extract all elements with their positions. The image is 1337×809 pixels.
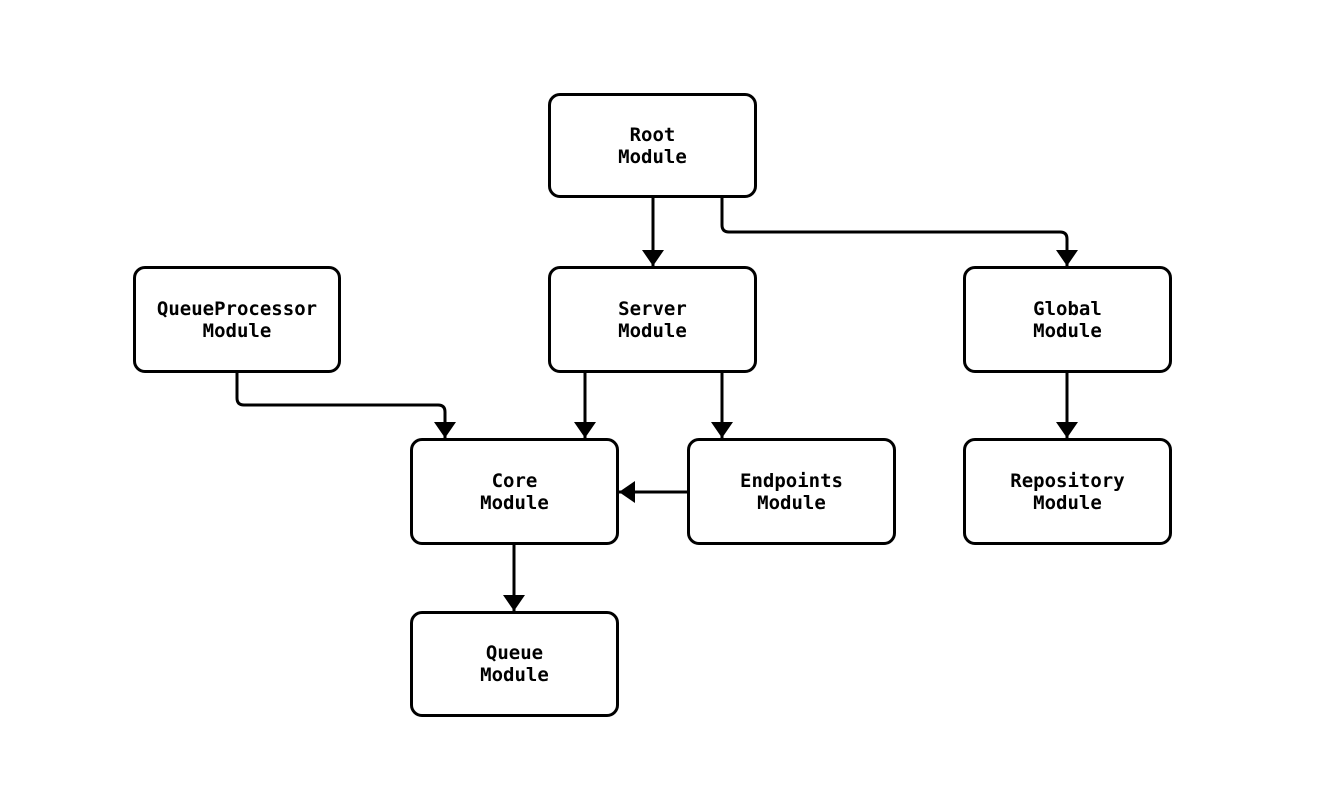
node-global-module-label: Global Module (1033, 297, 1102, 342)
node-server-module: Server Module (548, 266, 757, 373)
node-repository-module: Repository Module (963, 438, 1172, 545)
node-root-module-label: Root Module (618, 123, 687, 168)
node-repository-module-label: Repository Module (1010, 469, 1125, 514)
node-global-module: Global Module (963, 266, 1172, 373)
node-endpoints-module-label: Endpoints Module (740, 469, 843, 514)
node-root-module: Root Module (548, 93, 757, 198)
edge-queueprocessor-to-core (235, 373, 456, 438)
edge-root-to-global (720, 198, 1078, 266)
node-queue-module: Queue Module (410, 611, 619, 717)
node-endpoints-module: Endpoints Module (687, 438, 896, 545)
node-queueprocessor-module: QueueProcessor Module (133, 266, 341, 373)
node-core-module-label: Core Module (480, 469, 549, 514)
node-queueprocessor-module-label: QueueProcessor Module (156, 297, 318, 342)
node-queue-module-label: Queue Module (480, 642, 549, 686)
node-core-module: Core Module (410, 438, 619, 545)
node-server-module-label: Server Module (618, 297, 687, 342)
